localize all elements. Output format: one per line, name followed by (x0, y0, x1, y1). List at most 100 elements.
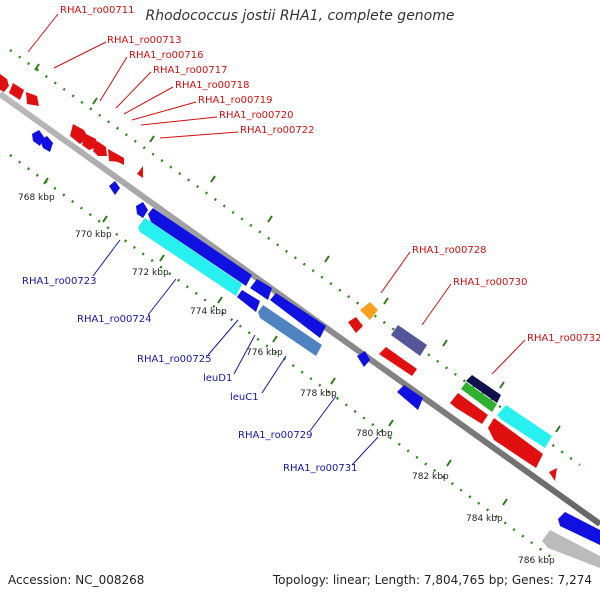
gene-label[interactable]: RHA1_ro00731 (283, 463, 358, 474)
scale-label: 780 kbp (356, 429, 393, 439)
gene-label[interactable]: RHA1_ro00716 (129, 50, 204, 61)
scale-label: 770 kbp (75, 230, 112, 240)
gene-arrow[interactable] (258, 305, 322, 356)
gene-arrow[interactable] (348, 317, 363, 333)
forward-gene-labels (27, 13, 526, 375)
gene-label[interactable]: RHA1_ro00729 (238, 430, 313, 441)
gene-label[interactable]: RHA1_ro00732 (527, 333, 600, 344)
tick-mark (388, 419, 394, 427)
tick-mark (446, 459, 452, 467)
scale-label: 774 kbp (190, 307, 227, 317)
tick-mark (34, 63, 40, 71)
callout-line (421, 283, 452, 326)
gene-label[interactable]: RHA1_ro00723 (22, 276, 97, 287)
gene-arrow[interactable] (9, 83, 24, 100)
tick-mark (217, 296, 223, 304)
gene-label[interactable]: RHA1_ro00713 (107, 35, 182, 46)
gene-label[interactable]: RHA1_ro00728 (412, 245, 487, 256)
callout-line (53, 41, 107, 69)
scale-label: 786 kbp (518, 556, 555, 566)
gene-arrow[interactable] (549, 468, 557, 481)
tick-mark (149, 135, 155, 143)
tick-mark (159, 254, 165, 262)
reverse-gene-labels (92, 239, 379, 466)
gene-label[interactable]: RHA1_ro00720 (219, 110, 294, 121)
gene-arrow[interactable] (109, 181, 120, 195)
forward-track-guide (9, 48, 581, 467)
tick-mark (210, 175, 216, 183)
gene-arrow[interactable] (488, 418, 543, 468)
gene-arrow[interactable] (93, 141, 107, 156)
callout-line (99, 56, 128, 102)
gene-arrow[interactable] (558, 512, 600, 545)
gene-arrow[interactable] (26, 92, 39, 106)
gene-arrow[interactable] (138, 218, 242, 296)
tick-mark (442, 339, 448, 347)
gene-label[interactable]: RHA1_ro00718 (175, 80, 250, 91)
tick-mark (92, 97, 98, 105)
tick-mark (502, 498, 508, 506)
tick-mark (499, 381, 505, 389)
gene-arrow[interactable] (391, 325, 427, 356)
gene-arrow[interactable] (397, 385, 423, 410)
gene-label[interactable]: RHA1_ro00722 (240, 125, 315, 136)
scale-ticks-bottom (43, 177, 565, 547)
tick-mark (383, 297, 389, 305)
gene-label[interactable]: leuC1 (230, 392, 259, 403)
scale-ticks-top (34, 63, 561, 433)
gene-label[interactable]: RHA1_ro00725 (137, 354, 212, 365)
accession-text: Accession: NC_008268 (8, 573, 145, 587)
gene-label[interactable]: RHA1_ro00730 (453, 277, 528, 288)
gene-arrow[interactable] (148, 208, 252, 286)
gene-label[interactable]: RHA1_ro00717 (153, 65, 228, 76)
right-cluster-genes (348, 302, 600, 568)
gene-arrow[interactable] (379, 347, 417, 376)
gene-label[interactable]: leuD1 (203, 373, 232, 384)
gene-label[interactable]: RHA1_ro00724 (77, 314, 152, 325)
gene-arrow[interactable] (270, 293, 326, 338)
callout-line (147, 278, 177, 316)
callout-line (27, 13, 59, 53)
gene-arrow[interactable] (70, 124, 88, 144)
gene-arrow[interactable] (137, 166, 143, 178)
reverse-genes (32, 130, 600, 545)
gene-arrow[interactable] (461, 382, 497, 412)
gene-label[interactable]: RHA1_ro00719 (198, 95, 273, 106)
genome-summary-text: Topology: linear; Length: 7,804,765 bp; … (272, 573, 592, 587)
gene-arrow[interactable] (250, 279, 272, 300)
scale-label: 778 kbp (300, 389, 337, 399)
gene-arrow[interactable] (136, 202, 148, 218)
tick-mark (43, 177, 49, 185)
scale-label: 784 kbp (466, 514, 503, 524)
gene-arrow[interactable] (116, 154, 124, 165)
tick-mark (102, 215, 108, 223)
callout-line (140, 116, 218, 126)
scale-label: 772 kbp (132, 268, 169, 278)
callout-line (131, 101, 197, 121)
gene-arrow[interactable] (357, 351, 370, 367)
gene-arrow[interactable] (542, 530, 600, 568)
callout-line (491, 339, 526, 375)
gene-label[interactable]: RHA1_ro00711 (60, 5, 135, 16)
gene-arrow[interactable] (0, 74, 9, 92)
gene-arrow[interactable] (108, 149, 119, 162)
forward-genes (0, 74, 143, 178)
callout-line (115, 71, 152, 109)
gene-arrow[interactable] (40, 136, 53, 152)
gene-arrow[interactable] (466, 375, 501, 403)
forward-gene-label-texts: RHA1_ro00711 RHA1_ro00713 RHA1_ro00716 R… (60, 5, 600, 344)
tick-mark (267, 215, 273, 223)
gene-arrow[interactable] (237, 290, 260, 312)
gene-arrow[interactable] (450, 393, 488, 424)
callout-line (92, 239, 121, 277)
callout-line (261, 355, 287, 394)
gene-arrow[interactable] (497, 405, 552, 448)
scale-label: 768 kbp (18, 193, 55, 203)
gene-arrow[interactable] (360, 302, 378, 320)
gene-arrow[interactable] (82, 134, 98, 150)
scale-label: 776 kbp (246, 348, 283, 358)
scale-label: 782 kbp (412, 472, 449, 482)
tick-mark (272, 335, 278, 343)
